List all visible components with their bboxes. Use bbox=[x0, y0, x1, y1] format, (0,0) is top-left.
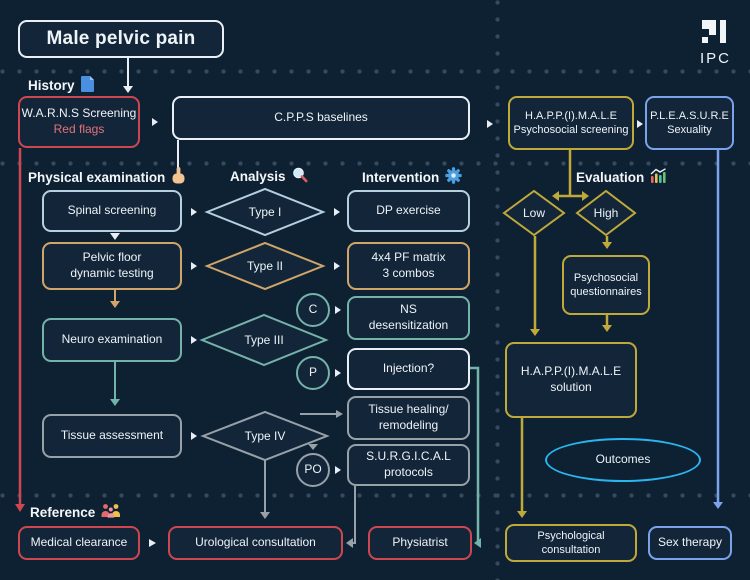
pelvic-floor-line1: Pelvic floor bbox=[82, 250, 142, 265]
happ-solution-line2: solution bbox=[550, 380, 592, 394]
surgical-line2: protocols bbox=[384, 465, 433, 479]
dot-row-top bbox=[0, 69, 750, 74]
node-outcomes: Outcomes bbox=[545, 438, 701, 482]
outcomes-label: Outcomes bbox=[595, 452, 651, 467]
history-label: History bbox=[28, 78, 75, 93]
diamond-type-iv: Type IV bbox=[244, 429, 286, 443]
section-reference: Reference bbox=[30, 503, 121, 521]
tissue-healing-line2: remodeling bbox=[378, 418, 439, 432]
section-history: History bbox=[28, 76, 95, 95]
dp-exercise-label: DP exercise bbox=[376, 203, 441, 218]
happ-screening-line2: Psychosocial screening bbox=[513, 124, 629, 136]
diamond-type-ii: Type II bbox=[246, 259, 284, 273]
diamond-type-i: Type I bbox=[248, 205, 282, 219]
neuro-label: Neuro examination bbox=[61, 332, 163, 347]
node-circle-c: C bbox=[296, 293, 330, 327]
pf-matrix-line2: 3 combos bbox=[382, 266, 435, 280]
magnifier-icon bbox=[292, 167, 308, 186]
reference-label: Reference bbox=[30, 504, 96, 520]
node-dp-exercise: DP exercise bbox=[347, 190, 470, 232]
happ-solution-line1: H.A.P.P.(I).M.A.L.E bbox=[520, 364, 622, 379]
node-surgical-protocols: S.U.R.G.I.C.A.L protocols bbox=[347, 444, 470, 486]
questionnaires-line2: questionnaires bbox=[570, 286, 642, 298]
node-physiatrist: Physiatrist bbox=[368, 526, 472, 560]
spinal-label: Spinal screening bbox=[67, 203, 157, 218]
ns-line1: NS bbox=[400, 302, 417, 317]
node-neuro-examination: Neuro examination bbox=[42, 318, 182, 362]
pelvic-floor-line2: dynamic testing bbox=[70, 266, 154, 280]
node-pelvic-floor-testing: Pelvic floor dynamic testing bbox=[42, 242, 182, 290]
ns-line2: desensitization bbox=[368, 318, 449, 332]
dot-row-bottom bbox=[0, 493, 750, 498]
tissue-healing-line1: Tissue healing/ bbox=[368, 402, 449, 417]
section-evaluation: Evaluation bbox=[576, 168, 668, 187]
cpps-label: C.P.P.S baselines bbox=[274, 110, 368, 125]
ipc-logo: IPC bbox=[700, 20, 744, 67]
warns-line1: W.A.R.N.S Screening bbox=[21, 106, 137, 121]
diamond-high: High bbox=[593, 206, 619, 220]
dot-row-middle bbox=[0, 161, 750, 166]
physiatrist-label: Physiatrist bbox=[392, 535, 448, 550]
section-analysis: Analysis bbox=[230, 167, 308, 186]
node-circle-po: PO bbox=[296, 453, 330, 487]
node-pleasure-sexuality: P.L.E.A.S.U.R.E Sexuality bbox=[645, 96, 734, 150]
section-intervention: Intervention bbox=[362, 167, 462, 187]
evaluation-label: Evaluation bbox=[576, 170, 645, 185]
pleasure-line1: P.L.E.A.S.U.R.E bbox=[650, 109, 729, 122]
title-node: Male pelvic pain bbox=[18, 20, 224, 58]
tissue-assessment-label: Tissue assessment bbox=[60, 428, 164, 443]
questionnaires-line1: Psychosocial bbox=[573, 271, 639, 284]
injection-label: Injection? bbox=[382, 361, 435, 376]
node-cpps-baselines: C.P.P.S baselines bbox=[172, 96, 470, 140]
pleasure-line2: Sexuality bbox=[667, 124, 712, 136]
pf-matrix-line1: 4x4 PF matrix bbox=[371, 250, 446, 265]
node-pf-matrix: 4x4 PF matrix 3 combos bbox=[347, 242, 470, 290]
bar-chart-icon bbox=[650, 168, 668, 187]
ipc-logo-text: IPC bbox=[700, 50, 732, 67]
node-injection: Injection? bbox=[347, 348, 470, 390]
physical-examination-label: Physical examination bbox=[28, 169, 166, 185]
node-ns-desensitization: NS desensitization bbox=[347, 296, 470, 340]
circle-p-label: P bbox=[308, 365, 317, 380]
node-urological-consultation: Urological consultation bbox=[168, 526, 343, 560]
people-icon bbox=[101, 503, 121, 521]
node-psychosocial-questionnaires: Psychosocial questionnaires bbox=[562, 255, 650, 315]
urological-label: Urological consultation bbox=[195, 535, 316, 550]
intervention-label: Intervention bbox=[362, 169, 440, 185]
surgical-line1: S.U.R.G.I.C.A.L bbox=[366, 449, 451, 464]
node-tissue-healing: Tissue healing/ remodeling bbox=[347, 396, 470, 440]
node-warns-screening: W.A.R.N.S Screening Red flags bbox=[18, 96, 140, 148]
pointing-hand-icon bbox=[171, 167, 186, 187]
node-spinal-screening: Spinal screening bbox=[42, 190, 182, 232]
circle-c-label: C bbox=[308, 302, 318, 317]
node-happ-solution: H.A.P.P.(I).M.A.L.E solution bbox=[505, 342, 637, 418]
warns-red-flags: Red flags bbox=[53, 122, 105, 136]
medical-clearance-label: Medical clearance bbox=[30, 535, 128, 550]
diamond-type-iii: Type III bbox=[244, 333, 284, 347]
node-circle-p: P bbox=[296, 356, 330, 390]
psychological-line1: Psychological bbox=[537, 529, 605, 542]
node-psychological-consultation: Psychological consultation bbox=[505, 524, 637, 562]
document-icon bbox=[80, 76, 95, 95]
analysis-label: Analysis bbox=[230, 169, 286, 184]
sex-therapy-label: Sex therapy bbox=[657, 535, 723, 550]
dot-column-center bbox=[495, 0, 500, 580]
gear-icon bbox=[445, 167, 462, 187]
circle-po-label: PO bbox=[304, 462, 322, 477]
diamond-low: Low bbox=[522, 206, 545, 220]
node-tissue-assessment: Tissue assessment bbox=[42, 414, 182, 458]
page-title: Male pelvic pain bbox=[46, 27, 196, 49]
node-medical-clearance: Medical clearance bbox=[18, 526, 140, 560]
node-happ-screening: H.A.P.P.(I).M.A.L.E Psychosocial screeni… bbox=[508, 96, 634, 150]
node-sex-therapy: Sex therapy bbox=[648, 526, 732, 560]
psychological-line2: consultation bbox=[541, 544, 601, 556]
section-physical-examination: Physical examination bbox=[28, 167, 186, 187]
ipc-logo-icon bbox=[700, 20, 730, 48]
happ-screening-line1: H.A.P.P.(I).M.A.L.E bbox=[525, 109, 617, 122]
